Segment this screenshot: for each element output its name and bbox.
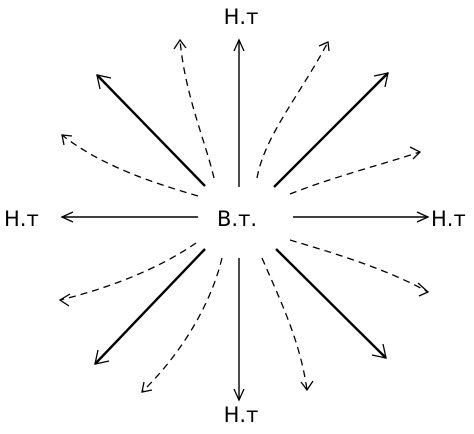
dashed-arrow-bottom-right bbox=[261, 257, 314, 392]
dashed-arrow-right-upper bbox=[289, 146, 422, 195]
arrow-right bbox=[293, 211, 430, 223]
arrow-left bbox=[60, 211, 198, 223]
dashed-arrow-left-lower bbox=[58, 242, 197, 307]
center-label: В.т. bbox=[217, 207, 257, 231]
label-left: Н.т bbox=[4, 207, 39, 231]
arrow-down-left bbox=[94, 248, 206, 365]
label-right: Н.т bbox=[431, 207, 466, 231]
arrow-down-right bbox=[275, 248, 387, 359]
dashed-arrow-left-upper bbox=[61, 134, 199, 197]
arrow-up bbox=[233, 38, 245, 187]
label-top: Н.т bbox=[224, 5, 259, 29]
dashed-arrow-bottom-left bbox=[141, 257, 223, 393]
arrow-up-left bbox=[96, 74, 206, 187]
arrow-up-right bbox=[273, 72, 389, 188]
dashed-arrow-top-left bbox=[173, 38, 215, 179]
dashed-arrow-right-lower bbox=[289, 239, 430, 297]
label-bottom: Н.т bbox=[224, 403, 259, 427]
dashed-arrow-top-right bbox=[256, 41, 330, 179]
arrow-down bbox=[233, 258, 245, 402]
